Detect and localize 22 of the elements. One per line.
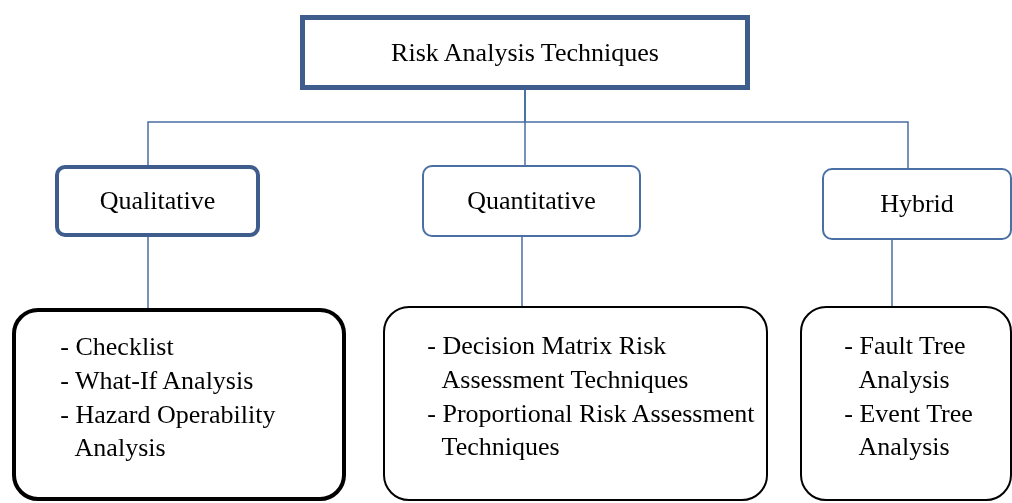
connector-line xyxy=(521,236,523,307)
category-box xyxy=(55,165,260,237)
technique-list-box xyxy=(12,308,346,501)
title-box xyxy=(300,15,750,90)
list-item: - Decision Matrix Risk Assessment Techniques xyxy=(426,329,690,396)
node-label: Quantitative xyxy=(467,185,596,218)
connector-line xyxy=(147,236,149,309)
connector-line xyxy=(891,239,893,307)
list-item: - Hazard Operability Analysis xyxy=(59,398,277,465)
node-label: Risk Analysis Techniques xyxy=(391,36,659,69)
list-item: - Proportional Risk Assessment Techniques xyxy=(426,397,756,464)
list-item: - Event Tree Analysis xyxy=(843,397,974,464)
connector-line xyxy=(524,89,909,169)
technique-list-box xyxy=(383,306,768,501)
node-label: Hybrid xyxy=(880,188,954,221)
list-item: - Fault Tree Analysis xyxy=(843,329,967,396)
technique-list-box xyxy=(800,306,1012,501)
category-box xyxy=(822,168,1012,240)
node-label: Qualitative xyxy=(99,185,216,218)
list-item: - Checklist xyxy=(59,330,174,363)
list-item: - What-If Analysis xyxy=(59,364,254,397)
category-box xyxy=(422,165,641,237)
